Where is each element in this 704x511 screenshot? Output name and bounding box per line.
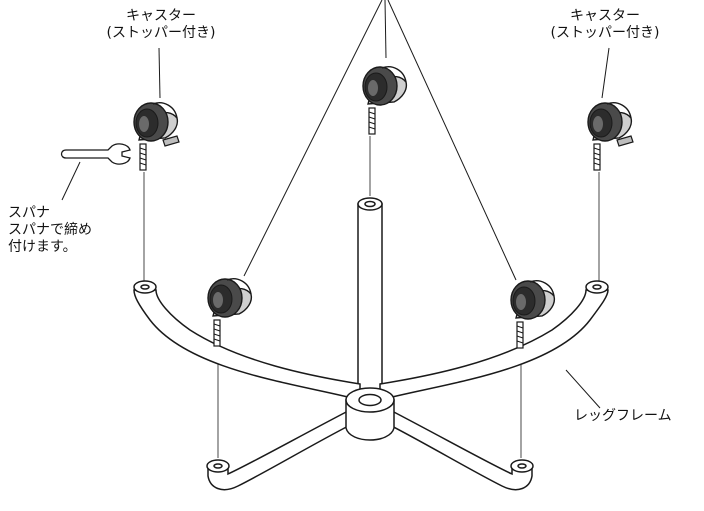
spanner-label-line1: スパナ: [8, 205, 50, 221]
spanner-label-line3: 付けます。: [8, 239, 77, 255]
assembly-guide-lines: [143, 136, 600, 458]
caster-top-center: [362, 66, 408, 135]
spanner-label: スパナ スパナで締め 付けます。: [8, 205, 92, 256]
caster-label-right-line2: (ストッパー付き): [550, 25, 660, 41]
caster-left-stopper: [134, 103, 179, 170]
caster-right-stopper: [588, 103, 633, 170]
caster-label-right-line1: キャスター: [570, 8, 640, 24]
leg-frame-label: レッグフレーム: [574, 408, 672, 425]
caster-front-left: [207, 278, 253, 347]
spanner-label-line2: スパナで締め: [8, 222, 92, 238]
spanner-icon: [60, 143, 131, 165]
pointer-lines: [61, 0, 610, 409]
caster-label-left: キャスター (ストッパー付き): [96, 8, 226, 42]
caster-label-right: キャスター (ストッパー付き): [540, 8, 670, 42]
leg-frame-label-text: レッグフレーム: [574, 408, 672, 424]
caster-label-left-line2: (ストッパー付き): [106, 25, 216, 41]
leg-frame: [133, 197, 609, 491]
caster-label-left-line1: キャスター: [126, 8, 196, 24]
